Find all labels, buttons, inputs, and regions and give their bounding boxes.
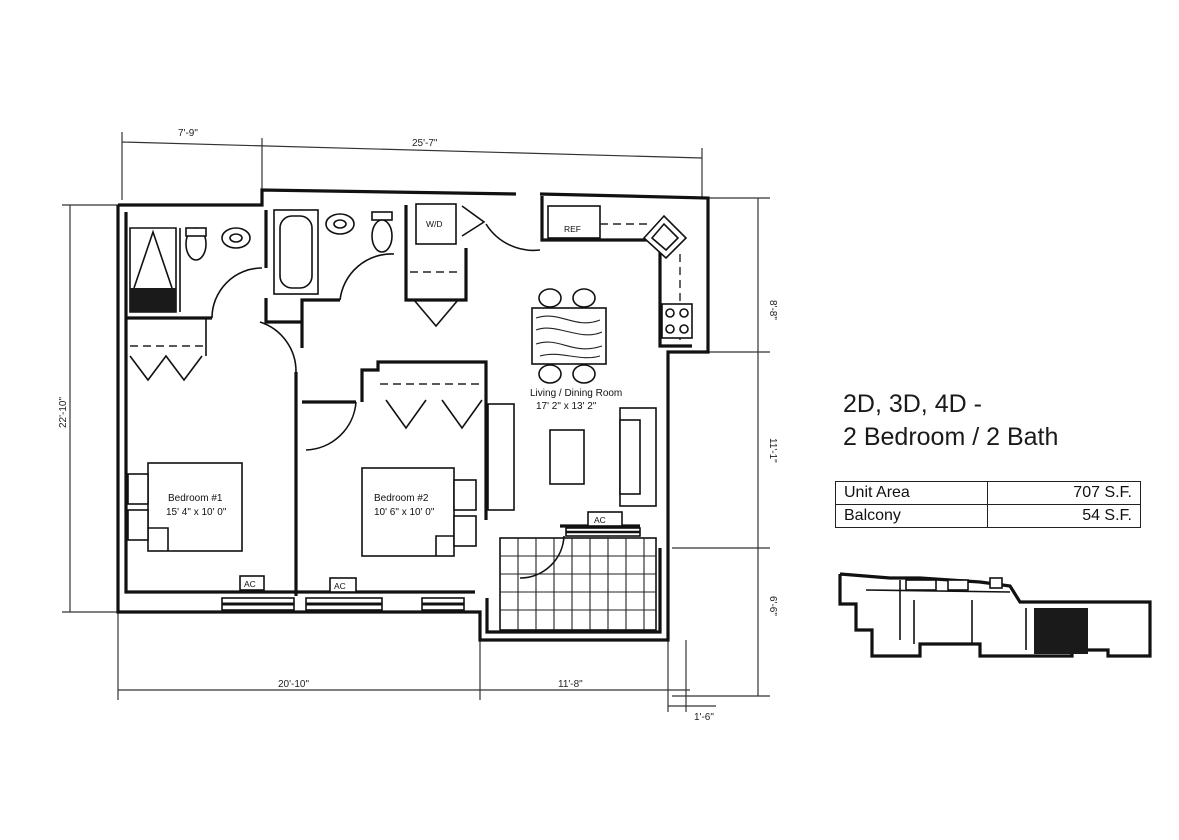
dim-bottom-right: 11'-8" — [558, 679, 583, 690]
living-size: 17' 2" x 13' 2" — [536, 401, 597, 412]
dim-top-total: 25'-7" — [412, 138, 438, 149]
bedroom-1-ac-label: AC — [244, 579, 256, 589]
unit-area-value: 707 S.F. — [987, 481, 1141, 505]
exterior-walls — [116, 188, 710, 642]
door-swing-bedroom2 — [305, 401, 357, 451]
balcony-door-swing — [519, 535, 565, 579]
dim-right-lower: 6'-6" — [767, 596, 778, 616]
unit-title: 2D, 3D, 4D - 2 Bedroom / 2 Bath — [843, 388, 1058, 454]
bedroom-1: AC — [127, 318, 265, 591]
washer-dryer-label: W/D — [426, 219, 443, 229]
dim-right-middle: 11'-1" — [767, 438, 778, 463]
dim-top-left: 7'-9" — [178, 128, 198, 139]
bedroom-2: AC — [305, 383, 484, 593]
bath-2 — [273, 209, 395, 301]
dim-bottom-offset: 1'-6" — [694, 712, 714, 723]
balcony — [499, 527, 657, 631]
dim-right-upper: 8'-8" — [767, 300, 778, 320]
key-plan — [838, 572, 1152, 658]
refrigerator-icon — [547, 205, 601, 239]
bedroom-2-ac-label: AC — [334, 581, 346, 591]
door-swing-hall — [259, 321, 297, 373]
shower-pan — [130, 288, 176, 312]
dim-left-total: 22'-10" — [58, 397, 69, 428]
bedroom-1-size: 15' 4" x 10' 0" — [166, 507, 227, 518]
toilet-2-icon — [371, 219, 393, 253]
unit-title-line-1: 2D, 3D, 4D - — [843, 390, 982, 418]
sofa-icon — [487, 403, 515, 511]
range-icon — [661, 303, 693, 339]
living-ac-label: AC — [594, 515, 606, 525]
dim-bottom-left: 20'-10" — [278, 679, 309, 690]
balcony-area-value: 54 S.F. — [987, 504, 1141, 528]
table-row: Balcony 54 S.F. — [835, 504, 1141, 528]
hall-closet — [410, 271, 462, 328]
key-plan-unit-highlight — [1034, 608, 1088, 654]
living-name: Living / Dining Room — [530, 388, 622, 399]
entry-door-swing — [485, 223, 541, 252]
interior-walls — [126, 196, 692, 596]
living-dining — [487, 288, 657, 527]
table-row: Unit Area 707 S.F. — [835, 481, 1141, 505]
dimension-lines — [62, 132, 770, 712]
bedroom-1-name: Bedroom #1 — [168, 493, 223, 504]
windows — [221, 597, 465, 611]
wd-door — [461, 205, 486, 237]
bed-1-icon — [147, 462, 243, 552]
coffee-table-icon — [549, 429, 585, 485]
door-swing-bath2 — [339, 253, 395, 301]
kitchen — [547, 205, 693, 346]
door-swing-bath1 — [211, 267, 263, 319]
bedroom-2-name: Bedroom #2 — [374, 493, 429, 504]
bath-1 — [129, 227, 297, 373]
unit-area-label: Unit Area — [835, 481, 988, 505]
unit-title-line-2: 2 Bedroom / 2 Bath — [843, 423, 1059, 451]
refrigerator-label: REF — [564, 224, 581, 234]
bed-2-icon — [361, 467, 455, 557]
area-table: Unit Area 707 S.F. Balcony 54 S.F. — [835, 481, 1141, 528]
bedroom-2-size: 10' 6" x 10' 0" — [374, 507, 435, 518]
balcony-area-label: Balcony — [835, 504, 988, 528]
